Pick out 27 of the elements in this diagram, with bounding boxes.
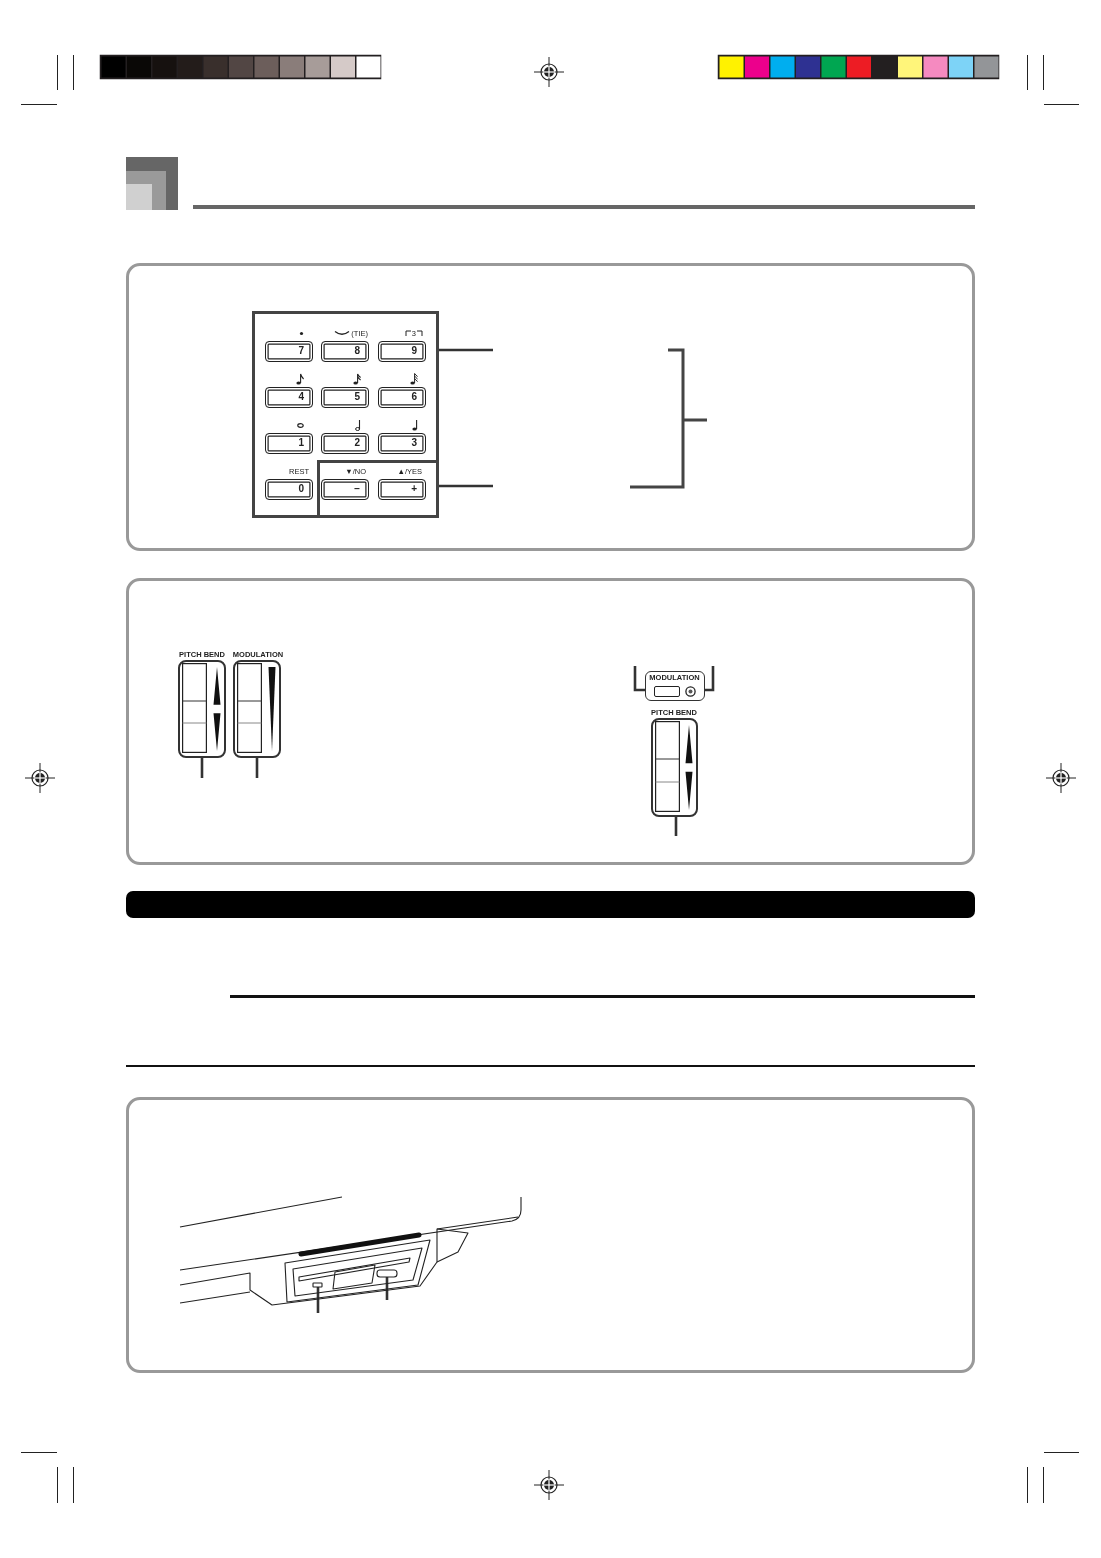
- number-key: 0: [265, 479, 313, 500]
- number-key: 8: [321, 341, 369, 362]
- leader-line: [200, 758, 204, 778]
- leader-line: [674, 817, 678, 836]
- indicator-lamp: [312, 1282, 323, 1288]
- number-key: 3: [378, 433, 426, 454]
- leader-line: [705, 666, 715, 692]
- plus-key: +: [378, 479, 426, 500]
- minus-key: −: [321, 479, 369, 500]
- number-key: 1: [265, 433, 313, 454]
- keypad-panel: [252, 311, 439, 518]
- eject-button: [376, 1269, 398, 1278]
- leader-line: [385, 1277, 389, 1300]
- button-panel: [645, 671, 705, 701]
- leader-line: [633, 666, 645, 692]
- number-key: 2: [321, 433, 369, 454]
- heading-band: [126, 891, 975, 918]
- leader-line: [255, 758, 259, 778]
- leader-line: [439, 484, 493, 488]
- number-key: 9: [378, 341, 426, 362]
- leader-line: [439, 348, 493, 352]
- number-key: 4: [265, 387, 313, 408]
- key-group-frame: [317, 460, 439, 518]
- number-key: 5: [321, 387, 369, 408]
- number-key: 7: [265, 341, 313, 362]
- leader-line: [316, 1287, 320, 1313]
- number-key: 6: [378, 387, 426, 408]
